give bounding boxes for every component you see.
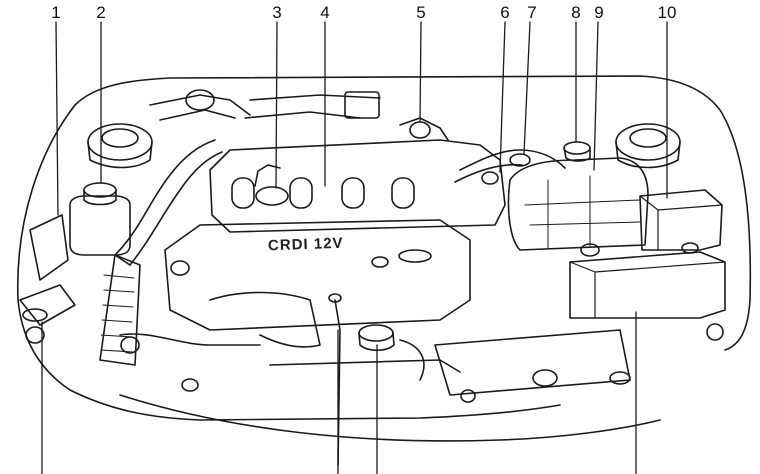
coolant-cap <box>509 153 531 167</box>
callout-6: 6 <box>500 3 510 22</box>
callout-7: 7 <box>527 3 537 22</box>
leader-lines <box>41 21 668 474</box>
battery <box>569 251 726 319</box>
callout-5: 5 <box>416 3 426 22</box>
callout-3: 3 <box>272 3 282 22</box>
fuel-filter <box>409 121 431 139</box>
front-crossmember <box>119 394 661 442</box>
intake-hose <box>99 254 141 366</box>
body-outline <box>16 75 752 351</box>
callout-4: 4 <box>320 3 330 22</box>
oil-filler-cap <box>563 141 591 155</box>
callout-8: 8 <box>571 3 581 22</box>
radiator-cap <box>358 324 394 342</box>
callout-2: 2 <box>96 3 106 22</box>
lower-panel <box>199 404 561 421</box>
callout-9: 9 <box>594 3 604 22</box>
reservoir-cap <box>83 182 117 198</box>
callout-1: 1 <box>51 3 61 22</box>
radiator <box>434 329 631 396</box>
engine-cover-badge: CRDI 12V <box>267 234 344 255</box>
engine-cover <box>209 139 506 233</box>
intake-pipe <box>114 139 216 256</box>
intake-manifold <box>164 219 471 331</box>
relay-box <box>639 189 723 251</box>
dipstick <box>334 299 341 466</box>
callout-10: 10 <box>657 3 677 22</box>
master-cylinder <box>29 214 69 281</box>
air-cleaner <box>507 157 649 251</box>
reservoir-body <box>69 195 131 256</box>
